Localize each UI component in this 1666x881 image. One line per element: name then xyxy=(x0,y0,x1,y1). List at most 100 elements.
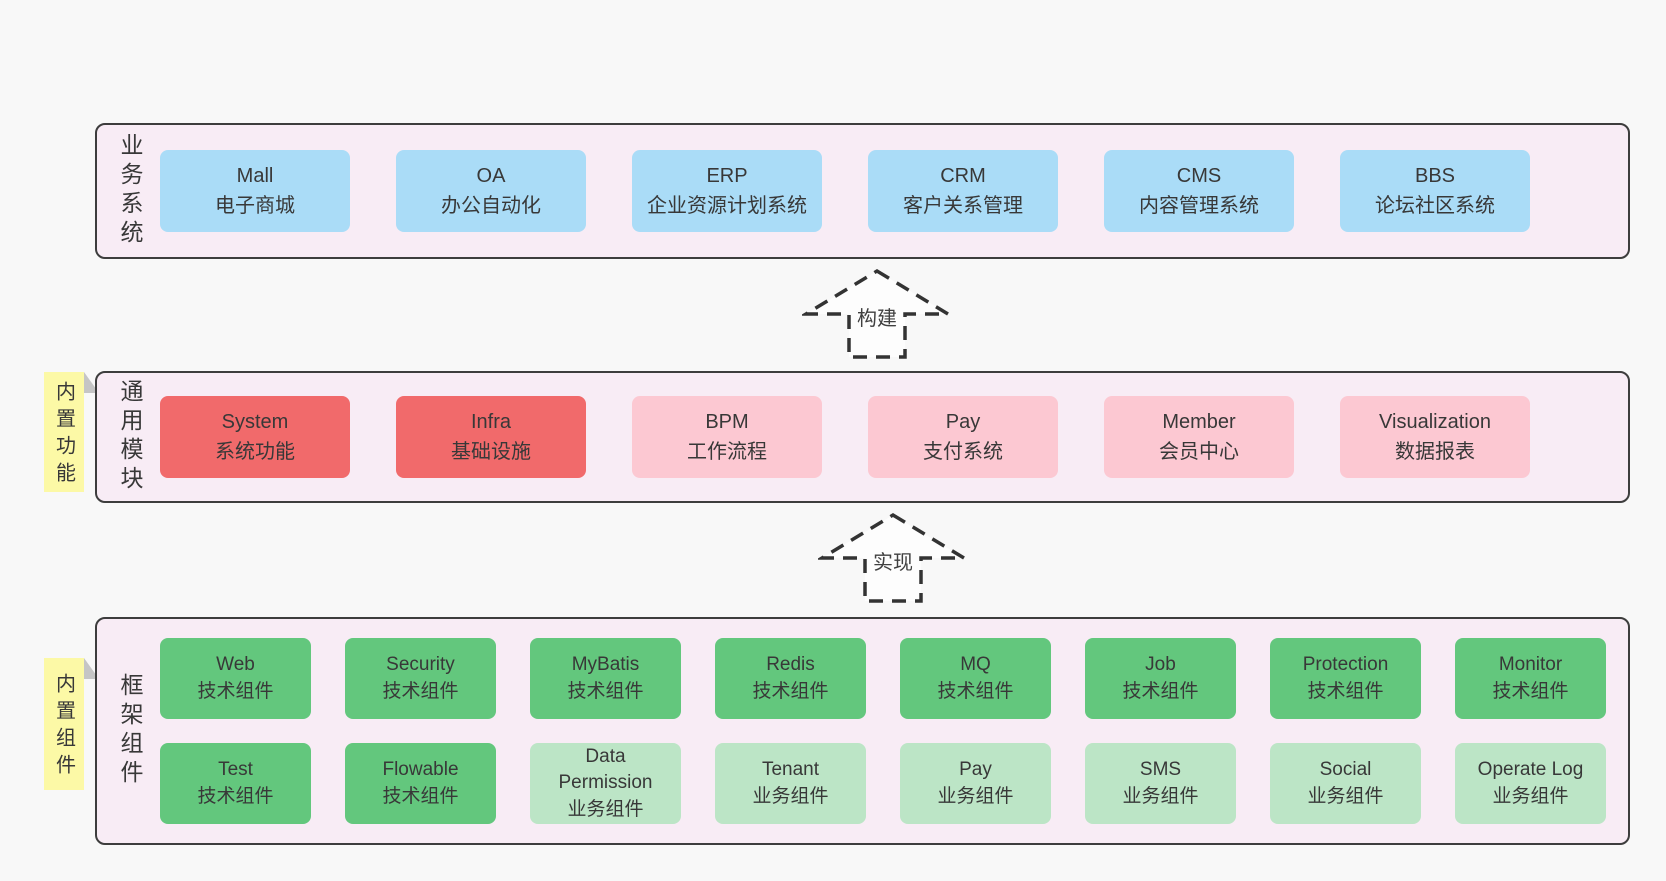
box-mybatis-name: MyBatis xyxy=(571,653,640,675)
box-mybatis-desc: 技术组件 xyxy=(567,680,644,702)
box-pay-component: Pay 业务组件 xyxy=(900,743,1051,824)
box-web-name: Web xyxy=(216,653,255,675)
box-job: Job 技术组件 xyxy=(1085,638,1236,719)
box-oa-name: OA xyxy=(476,165,506,187)
box-sms: SMS 业务组件 xyxy=(1085,743,1236,824)
box-mq: MQ 技术组件 xyxy=(900,638,1051,719)
common-modules-row: System 系统功能 Infra 基础设施 BPM 工作流程 Pay 支付系统… xyxy=(160,396,1530,478)
box-social-desc: 业务组件 xyxy=(1307,785,1384,807)
box-data-permission: Data Permission 业务组件 xyxy=(530,743,681,824)
box-data-permission-name: Data Permission xyxy=(558,745,653,794)
box-mq-desc: 技术组件 xyxy=(937,680,1014,702)
builtin-components-sticky-note: 内置组件 xyxy=(44,658,99,790)
box-infra: Infra 基础设施 xyxy=(396,396,586,478)
box-security-desc: 技术组件 xyxy=(382,680,459,702)
box-mall-name: Mall xyxy=(236,165,274,187)
box-flowable-name: Flowable xyxy=(382,758,459,780)
box-infra-desc: 基础设施 xyxy=(451,441,531,463)
box-bpm: BPM 工作流程 xyxy=(632,396,822,478)
box-erp-name: ERP xyxy=(706,165,748,187)
build-arrow: 构建 xyxy=(802,268,952,360)
box-system-desc: 系统功能 xyxy=(215,441,295,463)
box-bpm-name: BPM xyxy=(705,411,749,433)
box-mybatis: MyBatis 技术组件 xyxy=(530,638,681,719)
box-mall: Mall 电子商城 xyxy=(160,150,350,232)
box-pay-system-name: Pay xyxy=(945,411,981,433)
box-oa: OA 办公自动化 xyxy=(396,150,586,232)
box-operate-log-name: Operate Log xyxy=(1477,758,1584,780)
box-monitor-desc: 技术组件 xyxy=(1492,680,1569,702)
box-crm: CRM 客户关系管理 xyxy=(868,150,1058,232)
box-system-name: System xyxy=(221,411,289,433)
box-operate-log-desc: 业务组件 xyxy=(1492,785,1569,807)
box-erp: ERP 企业资源计划系统 xyxy=(632,150,822,232)
box-crm-name: CRM xyxy=(940,165,986,187)
box-cms-desc: 内容管理系统 xyxy=(1139,195,1259,217)
box-flowable: Flowable 技术组件 xyxy=(345,743,496,824)
box-redis: Redis 技术组件 xyxy=(715,638,866,719)
box-tenant-name: Tenant xyxy=(761,758,820,780)
box-job-name: Job xyxy=(1145,653,1176,675)
build-arrow-label: 构建 xyxy=(854,301,900,332)
box-cms-name: CMS xyxy=(1176,165,1222,187)
box-security-name: Security xyxy=(386,653,455,675)
box-visualization-name: Visualization xyxy=(1379,411,1491,433)
box-oa-desc: 办公自动化 xyxy=(441,195,541,217)
box-member: Member 会员中心 xyxy=(1104,396,1294,478)
box-test: Test 技术组件 xyxy=(160,743,311,824)
builtin-components-sticky-label: 内置组件 xyxy=(52,673,75,781)
box-visualization: Visualization 数据报表 xyxy=(1340,396,1530,478)
business-systems-row: Mall 电子商城 OA 办公自动化 ERP 企业资源计划系统 CRM 客户关系… xyxy=(160,150,1530,232)
box-protection-desc: 技术组件 xyxy=(1307,680,1384,702)
box-member-desc: 会员中心 xyxy=(1159,441,1239,463)
framework-components-panel: 框架组件 Web 技术组件 Security 技术组件 MyBatis 技术组件… xyxy=(95,617,1630,845)
common-modules-label: 通用模块 xyxy=(117,379,143,495)
implement-arrow: 实现 xyxy=(818,512,968,604)
box-web: Web 技术组件 xyxy=(160,638,311,719)
box-monitor-name: Monitor xyxy=(1498,653,1563,675)
box-pay-component-desc: 业务组件 xyxy=(937,785,1014,807)
box-mq-name: MQ xyxy=(960,653,991,675)
box-web-desc: 技术组件 xyxy=(197,680,274,702)
box-test-desc: 技术组件 xyxy=(197,785,274,807)
box-tenant-desc: 业务组件 xyxy=(752,785,829,807)
box-protection-name: Protection xyxy=(1302,653,1389,675)
box-redis-desc: 技术组件 xyxy=(752,680,829,702)
box-erp-desc: 企业资源计划系统 xyxy=(647,195,807,217)
box-pay-system-desc: 支付系统 xyxy=(923,441,1003,463)
business-systems-panel: 业务系统 Mall 电子商城 OA 办公自动化 ERP 企业资源计划系统 CRM… xyxy=(95,123,1630,259)
framework-row-2: Test 技术组件 Flowable 技术组件 Data Permission … xyxy=(160,743,1606,824)
box-flowable-desc: 技术组件 xyxy=(382,785,459,807)
box-social-name: Social xyxy=(1319,758,1372,780)
builtin-features-sticky-label: 内置功能 xyxy=(52,381,75,489)
box-visualization-desc: 数据报表 xyxy=(1395,441,1475,463)
box-monitor: Monitor 技术组件 xyxy=(1455,638,1606,719)
box-bbs-name: BBS xyxy=(1414,165,1456,187)
box-tenant: Tenant 业务组件 xyxy=(715,743,866,824)
box-sms-desc: 业务组件 xyxy=(1122,785,1199,807)
box-redis-name: Redis xyxy=(766,653,815,675)
box-security: Security 技术组件 xyxy=(345,638,496,719)
box-job-desc: 技术组件 xyxy=(1122,680,1199,702)
framework-components-grid: Web 技术组件 Security 技术组件 MyBatis 技术组件 Redi… xyxy=(160,638,1606,824)
box-sms-name: SMS xyxy=(1139,758,1182,780)
framework-row-1: Web 技术组件 Security 技术组件 MyBatis 技术组件 Redi… xyxy=(160,638,1606,719)
box-social: Social 业务组件 xyxy=(1270,743,1421,824)
box-protection: Protection 技术组件 xyxy=(1270,638,1421,719)
box-cms: CMS 内容管理系统 xyxy=(1104,150,1294,232)
box-operate-log: Operate Log 业务组件 xyxy=(1455,743,1606,824)
box-bbs: BBS 论坛社区系统 xyxy=(1340,150,1530,232)
box-test-name: Test xyxy=(218,758,253,780)
box-infra-name: Infra xyxy=(470,411,512,433)
box-crm-desc: 客户关系管理 xyxy=(903,195,1023,217)
framework-components-label: 框架组件 xyxy=(117,673,143,789)
implement-arrow-label: 实现 xyxy=(870,545,916,576)
box-member-name: Member xyxy=(1162,411,1236,433)
business-systems-label: 业务系统 xyxy=(117,133,143,249)
box-bpm-desc: 工作流程 xyxy=(687,441,767,463)
box-system: System 系统功能 xyxy=(160,396,350,478)
common-modules-panel: 通用模块 System 系统功能 Infra 基础设施 BPM 工作流程 Pay… xyxy=(95,371,1630,503)
box-pay-system: Pay 支付系统 xyxy=(868,396,1058,478)
box-pay-component-name: Pay xyxy=(959,758,992,780)
